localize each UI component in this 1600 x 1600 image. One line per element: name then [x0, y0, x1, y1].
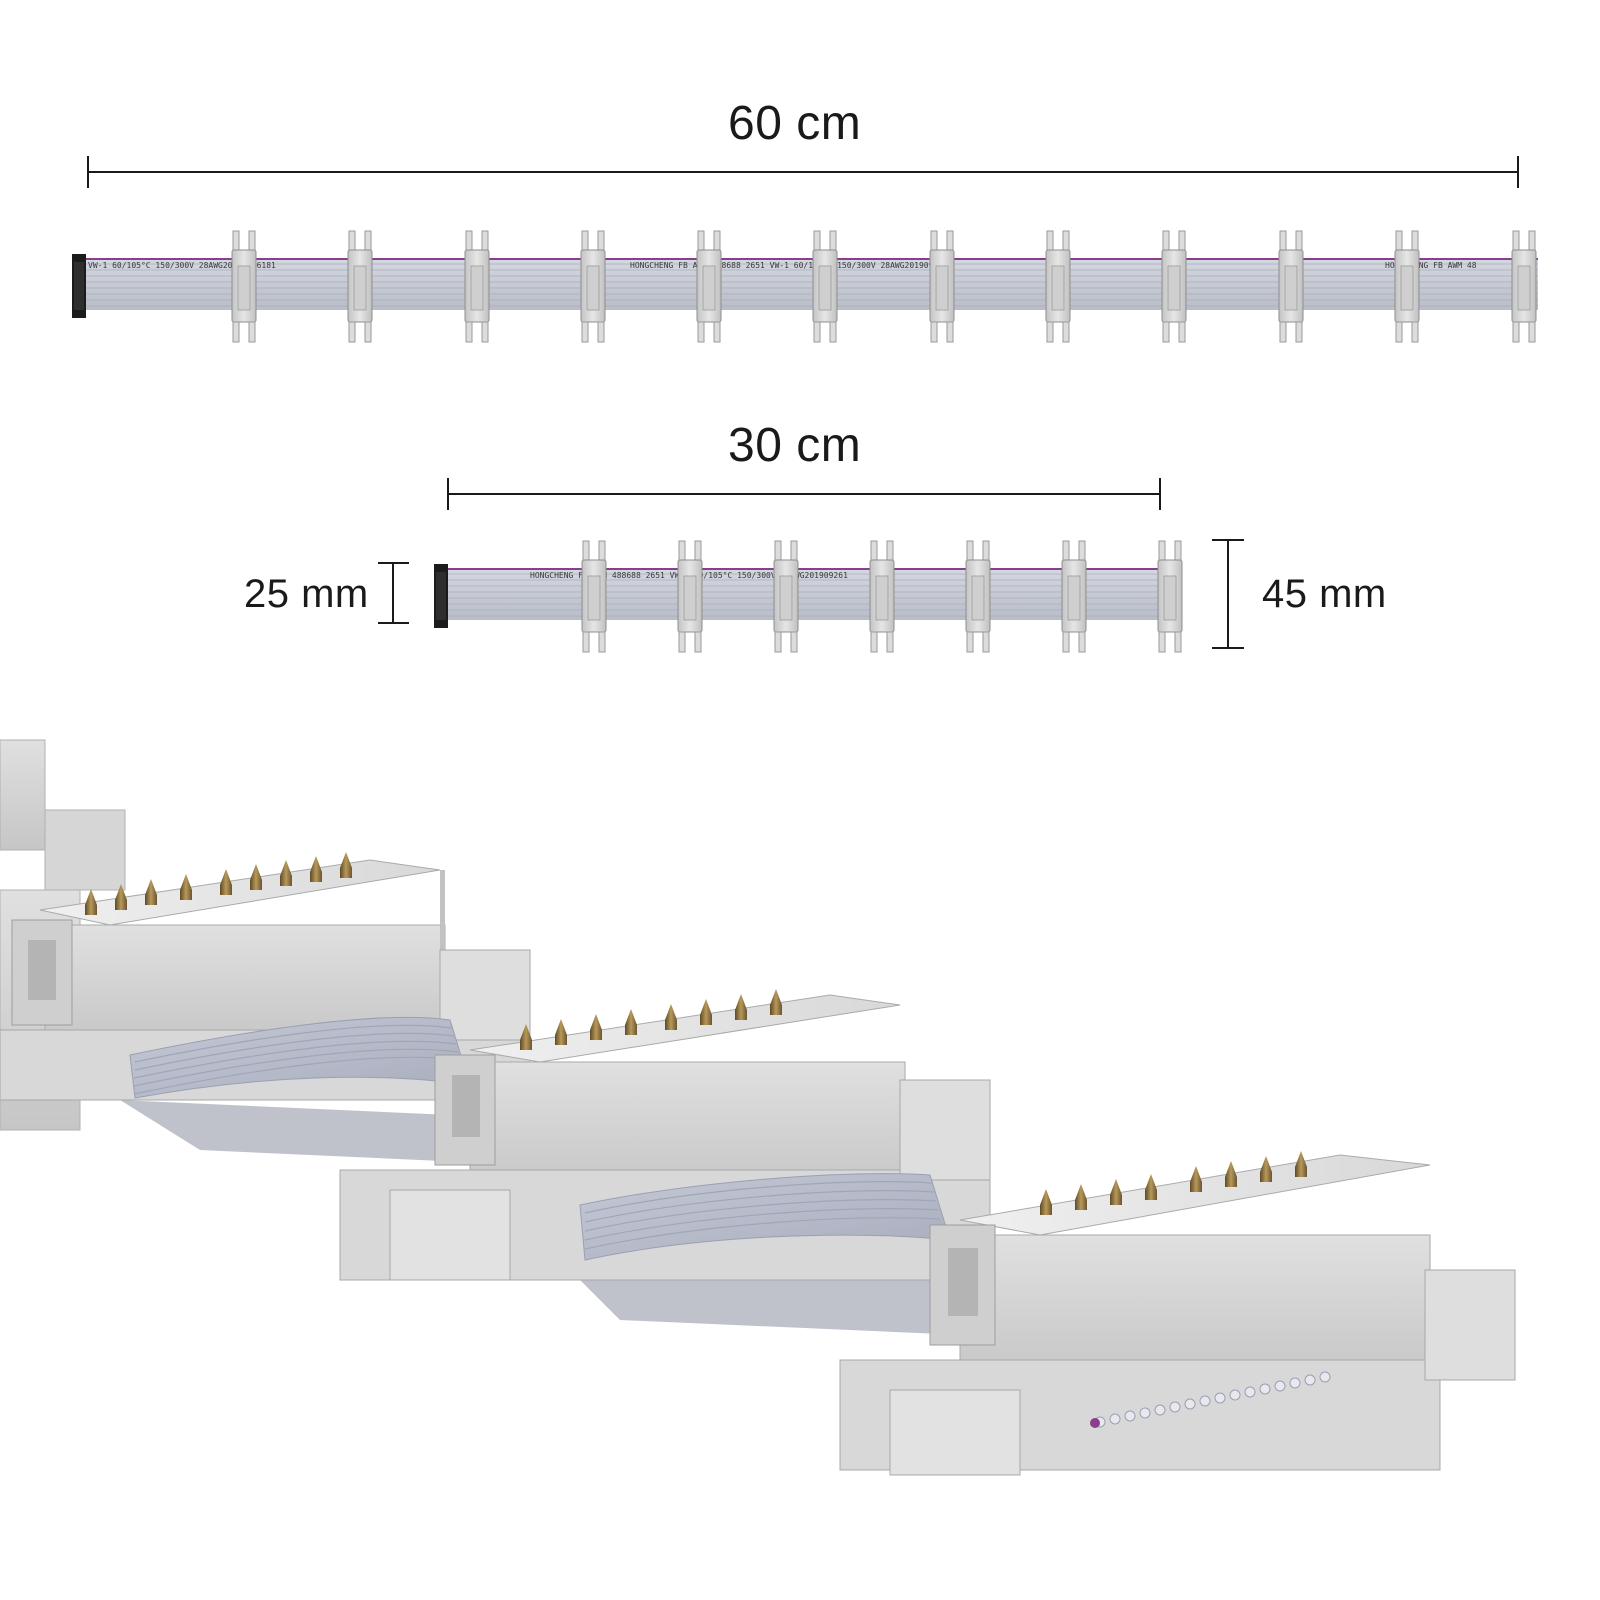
cable-width-bracket: [378, 562, 409, 624]
long-connector-10: [1278, 230, 1304, 343]
long-connector-9: [1161, 230, 1187, 343]
short-length-label: 30 cm: [728, 419, 862, 472]
connector-height-bracket: [1212, 539, 1244, 649]
long-connector-7: [929, 230, 955, 343]
long-dimension-line: [87, 156, 1519, 188]
long-connector-12: [1511, 230, 1537, 343]
ribbon-segment-2: [579, 1173, 951, 1261]
short-connector-3: [773, 540, 799, 653]
connector-closeup-render: [0, 739, 1516, 1476]
cable-diagram: VW-1 60/105°C 150/300V 28AWG20190926181 …: [72, 156, 1538, 653]
short-connector-7: [1157, 540, 1183, 653]
long-cable: VW-1 60/105°C 150/300V 28AWG20190926181 …: [72, 230, 1538, 343]
long-connector-6: [812, 230, 838, 343]
long-connector-1: [231, 230, 257, 343]
long-connector-8: [1045, 230, 1071, 343]
long-print-3: HONGCHENG FB AWM 48: [1385, 261, 1477, 270]
short-connector-5: [965, 540, 991, 653]
long-connector-4: [580, 230, 606, 343]
long-connector-5: [696, 230, 722, 343]
short-dimension-line: [447, 478, 1161, 510]
cable-width-label: 25 mm: [244, 572, 369, 616]
long-length-label: 60 cm: [728, 97, 862, 150]
long-print-1: VW-1 60/105°C 150/300V 28AWG20190926181: [88, 261, 276, 270]
short-connector-6: [1061, 540, 1087, 653]
long-connector-2: [347, 230, 373, 343]
long-connector-11: [1394, 230, 1420, 343]
ribbon-segment-1: [129, 1016, 471, 1099]
long-print-2: HONGCHENG FB AWM 488688 2651 VW-1 60/105…: [630, 261, 943, 270]
long-connector-3: [464, 230, 490, 343]
connector-3: [839, 1151, 1516, 1476]
short-connector-4: [869, 540, 895, 653]
connector-height-label: 45 mm: [1262, 572, 1387, 616]
short-connector-2: [677, 540, 703, 653]
short-connector-1: [581, 540, 607, 653]
short-cable: HONGCHENG FB AWM 488688 2651 VW-1 60/105…: [434, 540, 1183, 653]
